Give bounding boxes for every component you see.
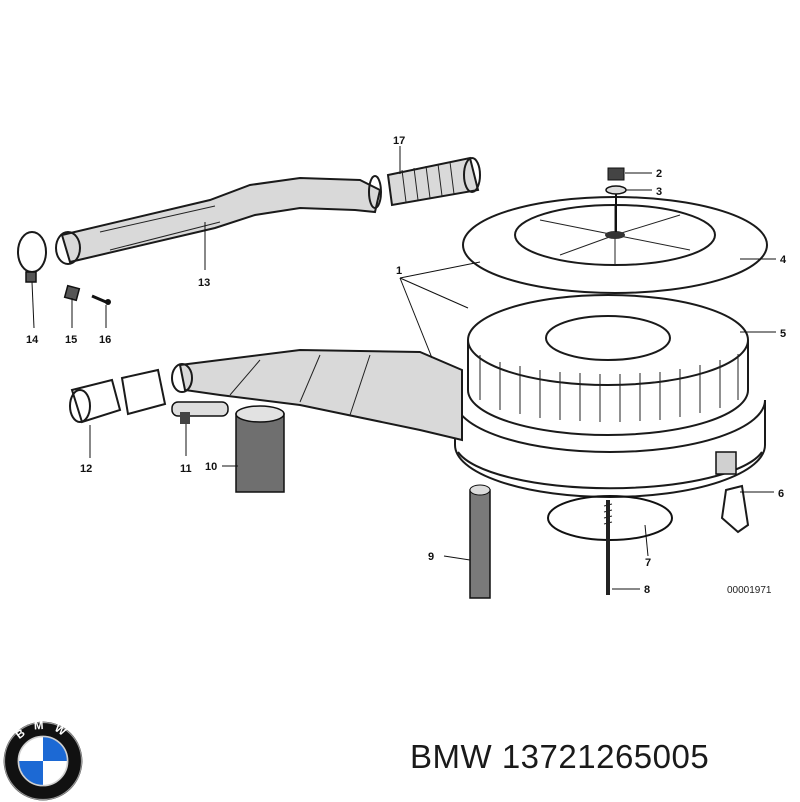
intake-tube <box>55 176 382 265</box>
bmw-logo-icon: BMW <box>3 720 83 801</box>
filter-housing <box>454 399 766 498</box>
washer <box>605 185 627 195</box>
callout-3: 3 <box>656 186 662 198</box>
screw <box>91 294 111 305</box>
callout-12: 12 <box>80 463 92 475</box>
callout-11: 11 <box>180 463 192 475</box>
inlet-duct <box>171 348 463 442</box>
brand-name: BMW <box>410 738 493 775</box>
bracket <box>720 484 750 534</box>
rubber-sleeve <box>235 405 285 493</box>
part-number: 13721265005 <box>501 738 710 775</box>
stud-bolt <box>603 500 613 595</box>
callout-6: 6 <box>778 488 784 500</box>
callout-7: 7 <box>645 557 651 569</box>
leader-lines <box>31 146 776 590</box>
caption-separator <box>492 738 502 775</box>
callout-4: 4 <box>780 254 787 266</box>
callout-5: 5 <box>780 328 786 340</box>
callout-17: 17 <box>393 135 405 147</box>
callout-8: 8 <box>644 584 650 596</box>
callout-1: 1 <box>396 265 402 277</box>
callout-9: 9 <box>428 551 434 563</box>
bellows <box>368 156 481 209</box>
callout-10: 10 <box>205 461 217 473</box>
callout-16: 16 <box>99 334 111 346</box>
callout-13: 13 <box>198 277 210 289</box>
callout-15: 15 <box>65 334 77 346</box>
reference-code: 00001971 <box>727 585 772 596</box>
part-caption: BMW 13721265005 <box>410 738 709 776</box>
callout-14: 14 <box>26 334 39 346</box>
clamp-ring <box>17 231 47 283</box>
hose-clamp <box>171 401 229 424</box>
hose-pieces <box>69 368 167 424</box>
filter-element <box>467 294 749 436</box>
callout-2: 2 <box>656 168 662 180</box>
clip <box>63 284 81 302</box>
hose <box>469 484 491 599</box>
nut <box>607 167 625 181</box>
